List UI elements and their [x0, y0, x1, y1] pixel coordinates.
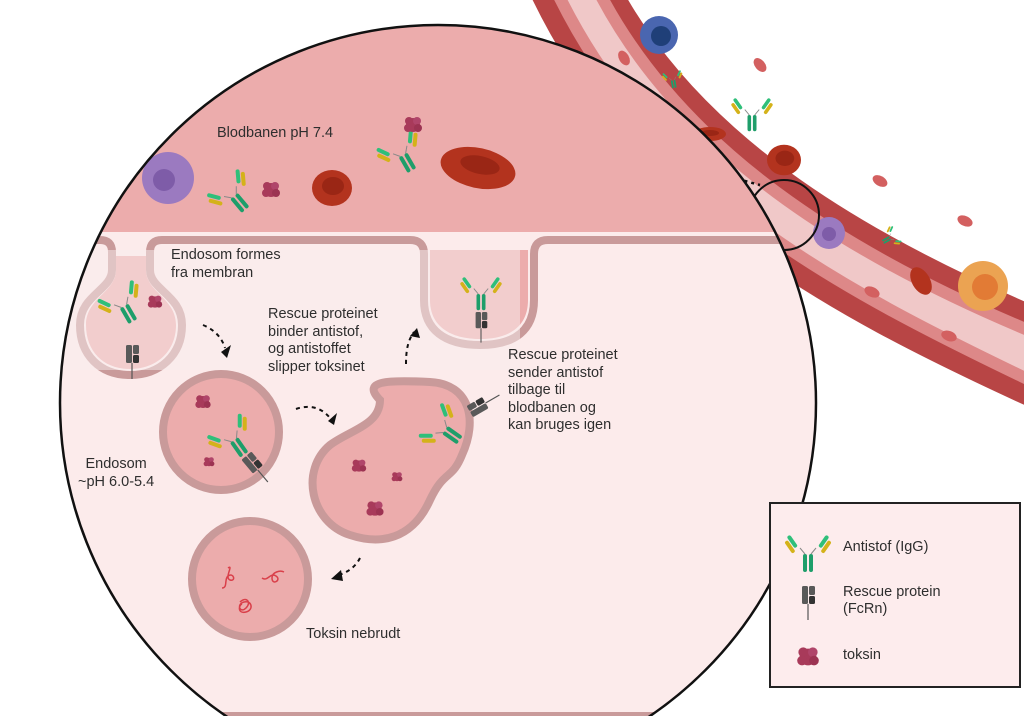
legend-label-antibody: Antistof (IgG)	[843, 539, 929, 555]
endosome-1	[159, 370, 283, 494]
rescue-protein-fcrn-icon	[801, 585, 816, 621]
label-endosome-ph: Endosom ~pH 6.0-5.4	[78, 456, 155, 490]
rbc-cell	[312, 170, 352, 206]
endosome-degraded	[188, 517, 312, 641]
magnified-view-border	[58, 23, 818, 716]
endosome-2	[308, 377, 474, 544]
toxin-endo2-a	[351, 459, 367, 472]
degraded-toxin-fragments	[221, 566, 285, 614]
toxin-icon	[797, 647, 819, 666]
legend-label-fcrn: Rescue protein (FcRn)	[843, 584, 941, 617]
legend: Antistof (IgG) Rescue protein (FcRn) tok…	[769, 502, 1021, 688]
rbc-oval	[440, 146, 516, 190]
toxin-bound-2	[404, 117, 422, 132]
process-arrows	[202, 324, 415, 577]
label-bloodstream: Blodbanen pH 7.4	[217, 125, 334, 141]
label-toxin-degraded: Toksin nebrudt	[306, 626, 401, 642]
lymphocyte-cell	[640, 16, 678, 54]
toxin-endo2-c	[366, 501, 384, 516]
label-endosome-forms: Endosom formes fra membran	[171, 247, 281, 281]
toxin-endo2-b	[391, 472, 403, 482]
label-rescue-returns: Rescue proteinet sender antistof tilbage…	[508, 347, 618, 433]
legend-label-toxin: toksin	[843, 647, 881, 663]
rbc-vessel	[767, 144, 801, 176]
toxin-endo1-a	[195, 395, 211, 408]
toxin-bound-1	[262, 182, 280, 197]
neutrophil-cell	[958, 261, 1008, 311]
label-rescue-binds: Rescue proteinet binder antistof, og ant…	[268, 306, 378, 375]
endothelial-nuclei	[618, 50, 973, 342]
arrow-heads	[221, 328, 420, 581]
rbc-side	[910, 267, 932, 295]
antibody-igg-icon	[783, 534, 833, 573]
antibody-vessel	[730, 97, 774, 132]
macrophage-vessel	[813, 217, 845, 249]
toxin-endo1-b	[203, 457, 215, 467]
toxin-endosome-forming	[147, 295, 163, 308]
macrophage-cell	[142, 152, 194, 204]
